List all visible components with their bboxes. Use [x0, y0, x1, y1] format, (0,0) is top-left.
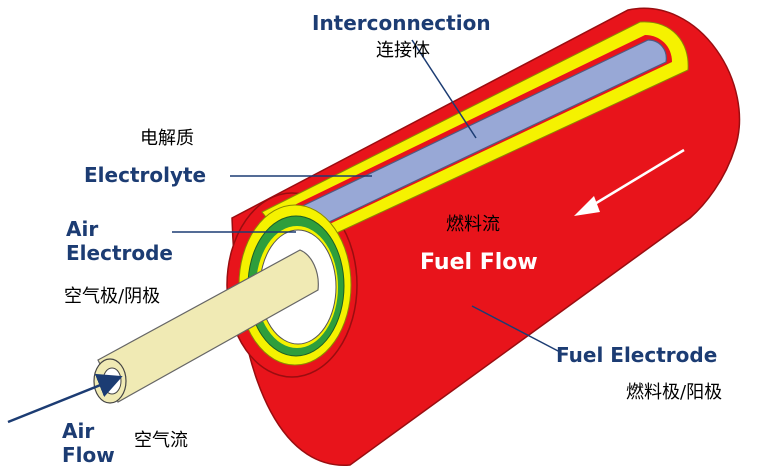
air-flow-label-line2: Flow [62, 443, 115, 467]
air-flow-label-zh: 空气流 [134, 430, 188, 451]
fuel-electrode-body [231, 7, 741, 466]
air-electrode-label-zh: 空气极/阴极 [64, 286, 161, 307]
fuel-electrode-label-zh: 燃料极/阳极 [626, 382, 723, 403]
fuel-flow-label: Fuel Flow [420, 250, 538, 275]
fuel-flow-arrow-line [587, 148, 685, 210]
fuel-flow-arrow-head [574, 196, 600, 216]
electrolyte-label-zh: 电解质 [140, 128, 194, 149]
fuel-flow-label-zh: 燃料流 [446, 214, 500, 235]
air-electrode-label-line1: Air [66, 217, 99, 241]
interconnection-label: Interconnection [312, 11, 491, 35]
air-flow-label-line1: Air [62, 419, 95, 443]
air-flow-arrow [7, 373, 123, 424]
interconnection-leader [411, 39, 477, 139]
fuel-electrode-label: Fuel Electrode [556, 343, 718, 367]
electrolyte-label: Electrolyte [84, 163, 207, 187]
air-tube [97, 249, 319, 403]
interconnection-label-zh: 连接体 [376, 40, 430, 61]
air-electrode-label-line2: Electrode [66, 241, 173, 265]
fuel-electrode-leader [471, 305, 561, 353]
